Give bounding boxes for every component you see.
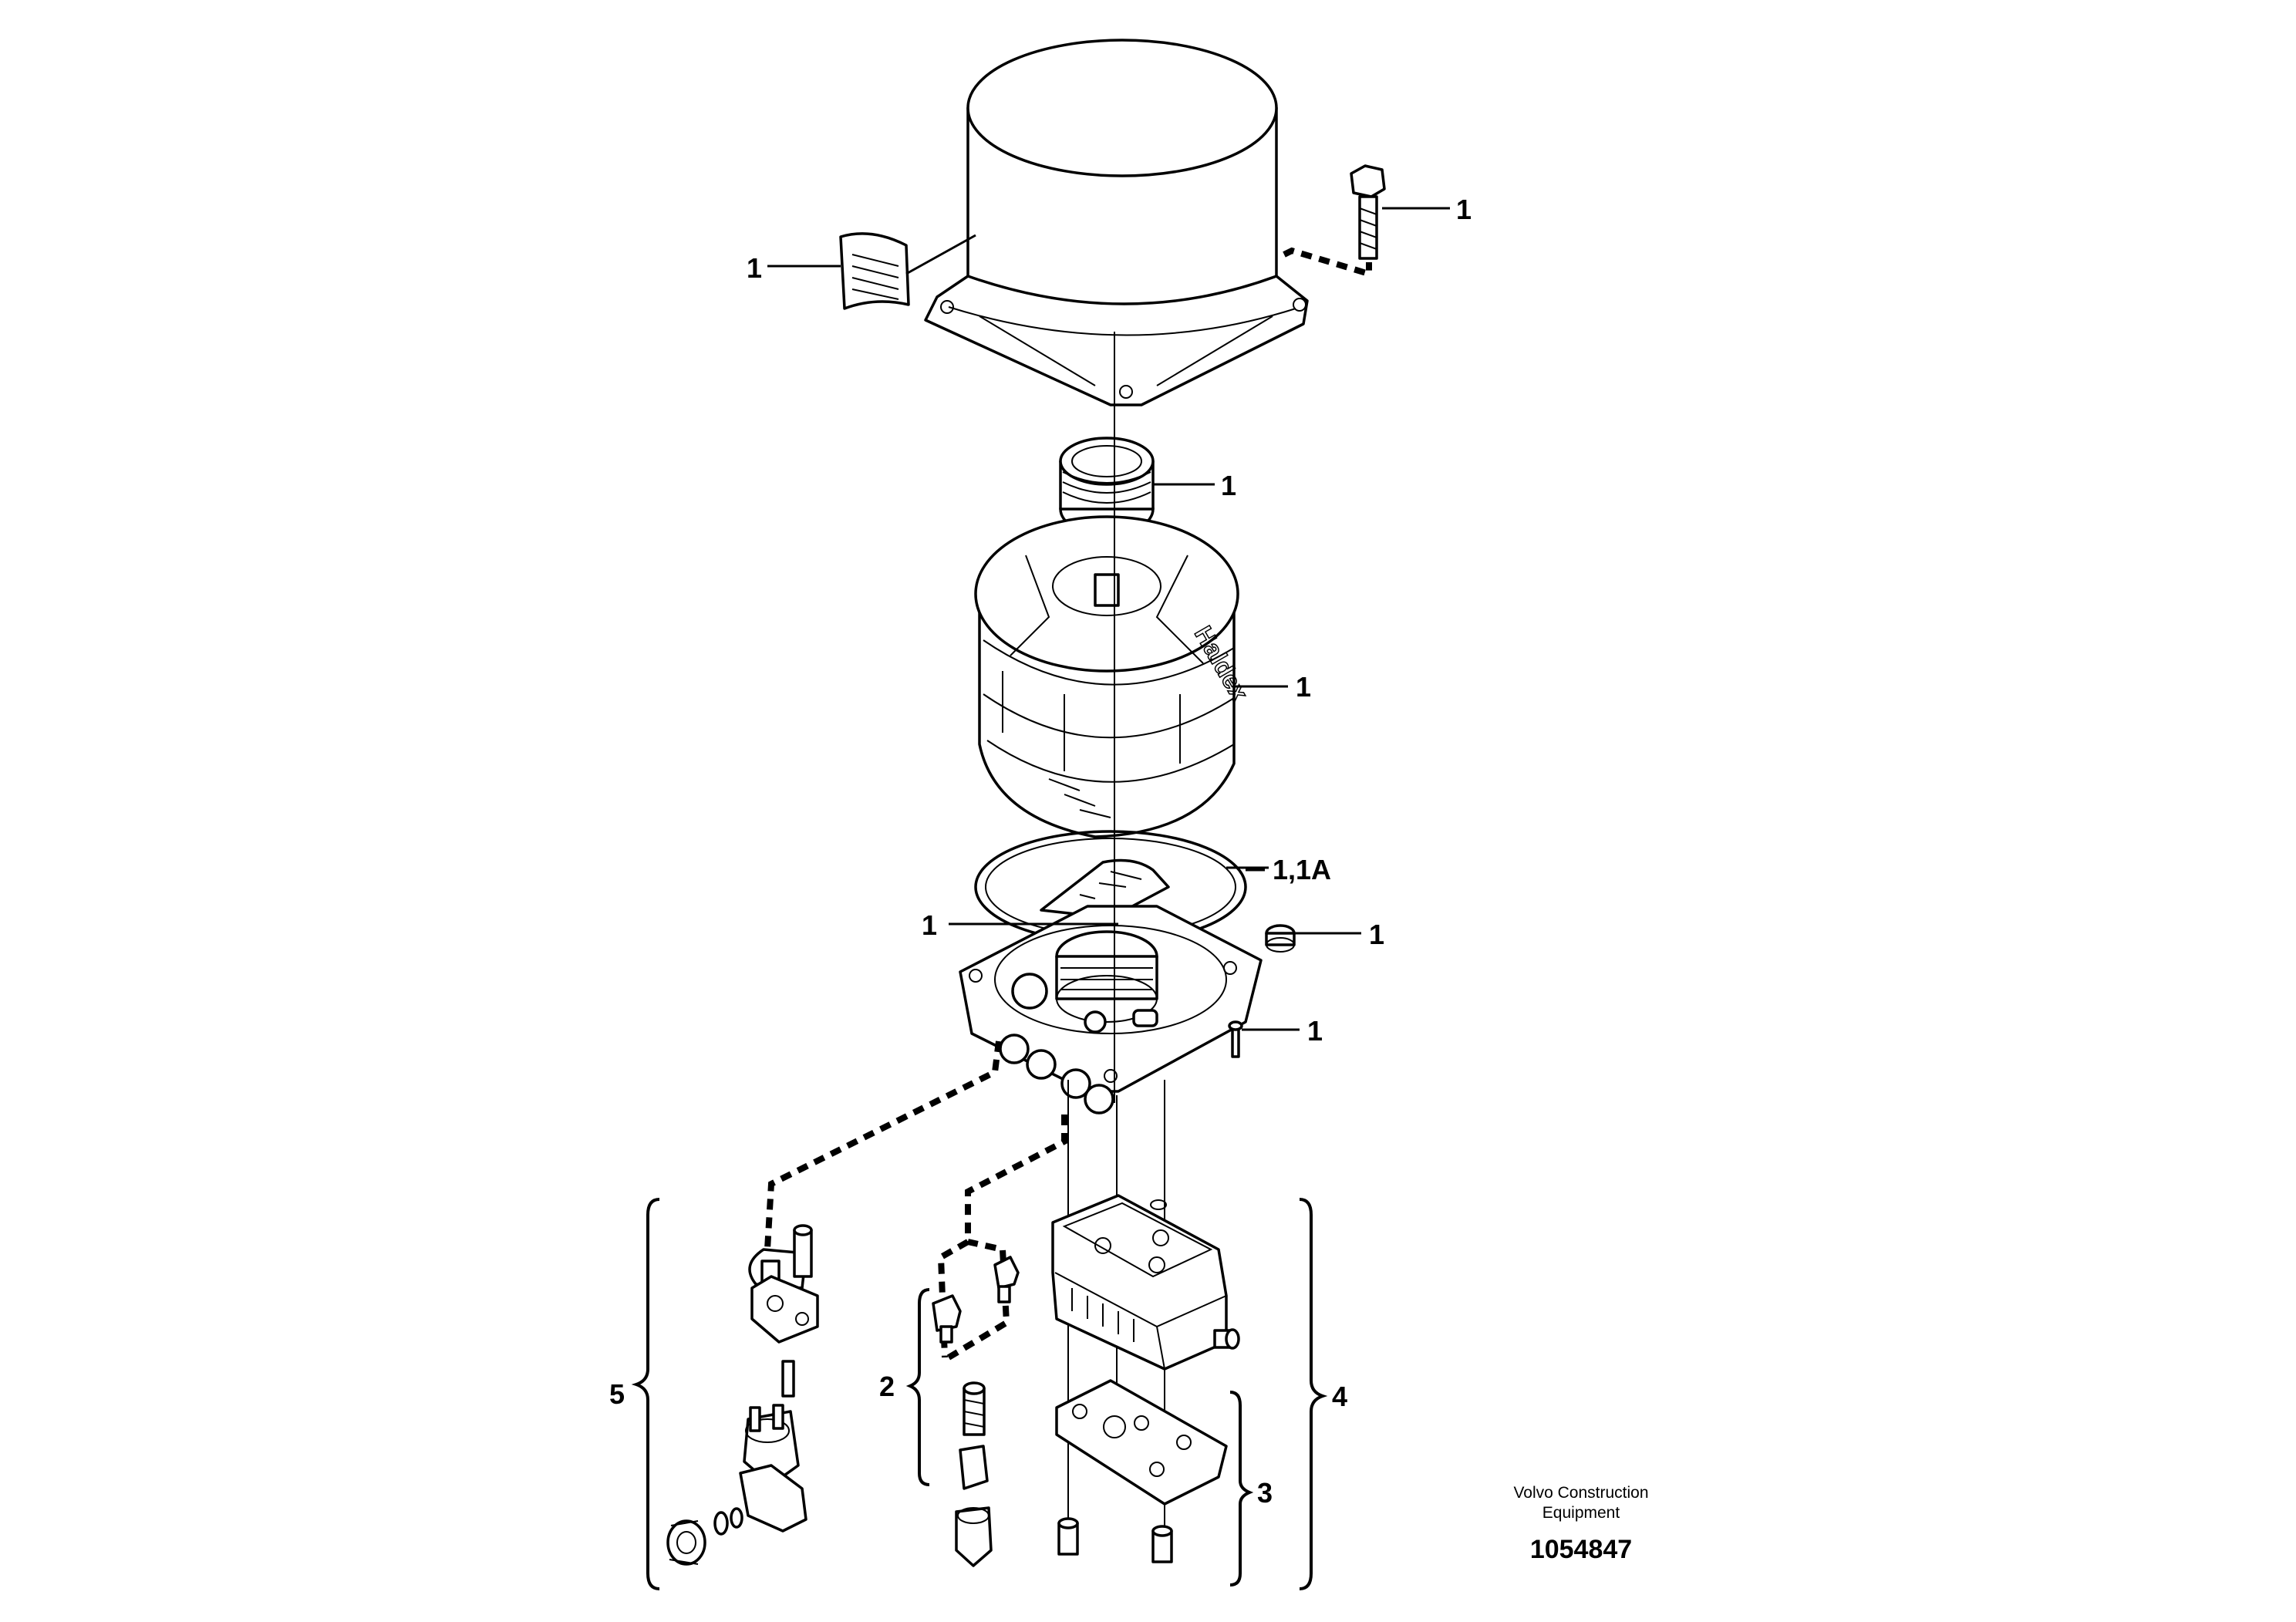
valve-base-body	[959, 905, 1263, 1114]
callout-nut: 1	[1369, 919, 1384, 950]
brace-group-4	[1299, 1198, 1328, 1590]
valve-block-group-4	[1051, 1194, 1240, 1371]
callout-thread-ring: 1	[1221, 470, 1236, 501]
callout-cartridge: 1	[1296, 671, 1311, 703]
flange-bolt	[1350, 164, 1386, 260]
connection-path-left	[764, 1040, 1002, 1250]
inner-seal	[1040, 858, 1170, 919]
callout-group-3: 3	[1257, 1477, 1273, 1509]
valve-group-2-parts	[932, 1256, 1020, 1567]
connection-path-middle	[946, 1114, 1067, 1361]
bolt-assembly-path	[1283, 247, 1372, 278]
document-number: 1054847	[1530, 1535, 1632, 1564]
small-screw	[1228, 1020, 1243, 1058]
gasket-plate-group-3	[1055, 1379, 1228, 1563]
callout-group-4: 4	[1332, 1381, 1347, 1412]
dryer-housing	[924, 39, 1309, 406]
callout-group-5: 5	[609, 1378, 625, 1410]
brand-line-2: Equipment	[1542, 1504, 1620, 1522]
callout-screw: 1	[1307, 1015, 1323, 1047]
callout-gasket-label: 1	[747, 252, 762, 284]
callout-bolt: 1	[1456, 194, 1472, 225]
brace-group-2	[905, 1288, 930, 1486]
hex-nut	[1265, 924, 1296, 953]
leader-lines	[767, 207, 1450, 1031]
callout-oring-kit: 1,1A	[1273, 854, 1331, 885]
brand-line-1: Volvo Construction	[1513, 1484, 1648, 1502]
brace-group-5	[631, 1198, 660, 1590]
desiccant-cartridge: Haldex	[974, 515, 1254, 838]
warning-label-decal	[839, 232, 910, 310]
callout-inner-seal: 1	[922, 909, 937, 941]
callout-group-2: 2	[879, 1371, 895, 1402]
connector-group-5-parts	[666, 1224, 819, 1566]
brace-group-3	[1229, 1391, 1254, 1587]
